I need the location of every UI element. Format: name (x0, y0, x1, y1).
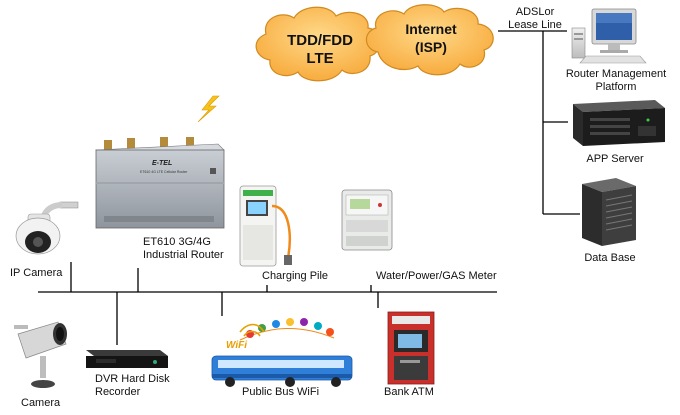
lte-cloud-shape (255, 6, 381, 82)
public-bus-icon (211, 318, 353, 387)
ip-camera-label: IP Camera (10, 267, 63, 279)
router-label: ET610 3G/4G Industrial Router (143, 236, 224, 262)
lte-cloud-line-2: LTE (306, 50, 334, 67)
charging-pile-label: Charging Pile (262, 270, 329, 282)
internet-cloud-label: Internet (ISP) (394, 20, 468, 56)
bank-atm-label: Bank ATM (384, 386, 434, 398)
meter-label: Water/Power/GAS Meter (376, 270, 497, 282)
internet-cloud-line-1: Internet (405, 21, 457, 37)
bullet-camera-icon (14, 321, 67, 388)
ip-camera-icon (15, 201, 79, 255)
wan-link-line-2: Lease Line (508, 19, 562, 31)
lte-cloud-label: TDD/FDD LTE (285, 32, 355, 68)
wan-link-line-1: ADSLor (515, 6, 555, 18)
data-base-label: Data Base (584, 252, 636, 264)
router-management-line-1: Router Management (565, 68, 667, 80)
router-management-line-2: Platform (595, 81, 637, 93)
dvr-label: DVR Hard Disk Recorder (95, 373, 170, 399)
management-pc-icon (571, 8, 647, 64)
router-label-line-2: Industrial Router (143, 249, 224, 261)
atm-icon (387, 311, 435, 385)
app-server-label: APP Server (586, 153, 644, 165)
internet-cloud-shape (365, 4, 494, 76)
router-brand-logo: E-TEL (152, 160, 173, 167)
public-bus-wifi-label: Public Bus WiFi (242, 386, 320, 398)
wan-link-label: ADSLor Lease Line (505, 6, 565, 32)
dvr-recorder-icon (86, 350, 168, 368)
camera-label: Camera (21, 397, 61, 409)
database-server-icon (582, 178, 636, 246)
connection-lines (38, 30, 580, 345)
dvr-label-line-1: DVR Hard Disk (95, 373, 170, 385)
dvr-label-line-2: Recorder (95, 386, 141, 398)
router-management-label: Router Management Platform (556, 68, 676, 94)
router-model-text: ET610 4G LTE Cellular Router (140, 170, 188, 174)
industrial-router-icon (95, 137, 225, 229)
app-server-icon (573, 100, 665, 146)
charging-pile-icon (239, 185, 292, 267)
internet-cloud-line-2: (ISP) (415, 39, 447, 55)
router-label-line-1: ET610 3G/4G (143, 236, 211, 248)
utility-meter-icon (341, 189, 393, 251)
lte-cloud-line-1: TDD/FDD (287, 32, 353, 49)
wireless-signal-icon (197, 95, 220, 123)
bus-wifi-logo-text: WiFi (226, 340, 248, 351)
